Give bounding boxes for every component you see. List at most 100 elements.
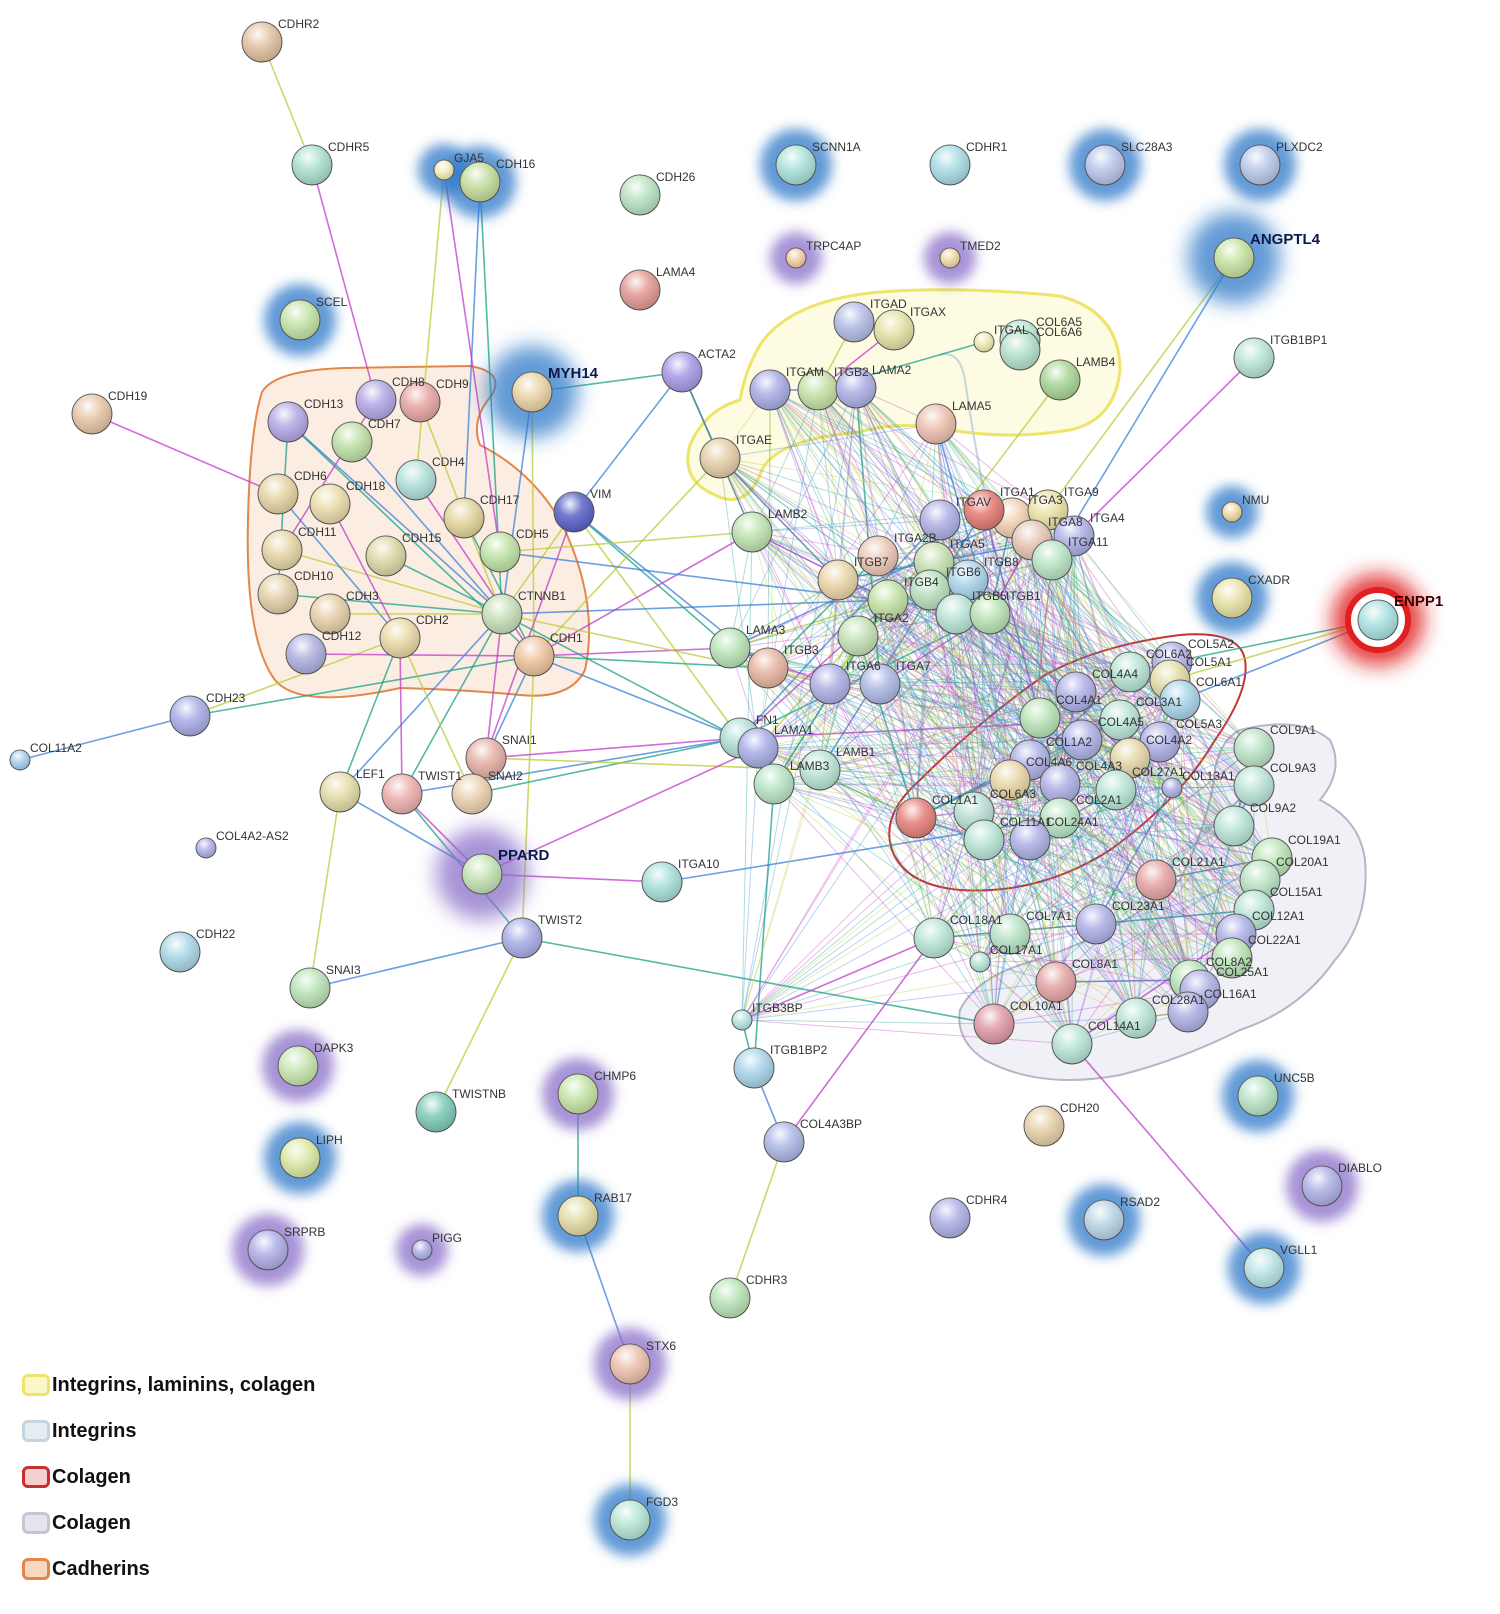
node-itgb5[interactable] bbox=[935, 593, 977, 635]
node-diablo[interactable] bbox=[1301, 1165, 1343, 1207]
node-col6a2[interactable] bbox=[1109, 651, 1151, 693]
node-cdhr5[interactable] bbox=[291, 144, 333, 186]
node-col2a1[interactable] bbox=[1039, 797, 1081, 839]
node-scnn1a[interactable] bbox=[775, 144, 817, 186]
node-cdh23[interactable] bbox=[169, 695, 211, 737]
node-col8a1[interactable] bbox=[1035, 961, 1077, 1003]
node-col11a1[interactable] bbox=[963, 819, 1005, 861]
node-itga9[interactable] bbox=[1027, 489, 1069, 531]
node-col9a3[interactable] bbox=[1233, 765, 1275, 807]
node-lef1[interactable] bbox=[319, 771, 361, 813]
node-itga6[interactable] bbox=[809, 663, 851, 705]
node-chmp6[interactable] bbox=[557, 1073, 599, 1115]
node-unc5b[interactable] bbox=[1237, 1075, 1279, 1117]
node-col4a3[interactable] bbox=[1039, 763, 1081, 805]
node-ppard[interactable] bbox=[461, 853, 503, 895]
node-itgb3bp[interactable] bbox=[731, 1009, 753, 1031]
node-col22a1[interactable] bbox=[1211, 937, 1253, 979]
node-col6a1[interactable] bbox=[1159, 679, 1201, 721]
node-itga10[interactable] bbox=[641, 861, 683, 903]
node-cdh6[interactable] bbox=[257, 473, 299, 515]
node-col10a1[interactable] bbox=[973, 1003, 1015, 1045]
node-itgb7[interactable] bbox=[817, 559, 859, 601]
node-cdh26[interactable] bbox=[619, 174, 661, 216]
node-lama5[interactable] bbox=[915, 403, 957, 445]
node-itgae[interactable] bbox=[699, 437, 741, 479]
node-tmed2[interactable] bbox=[939, 247, 961, 269]
node-cxadr[interactable] bbox=[1211, 577, 1253, 619]
node-col4a4[interactable] bbox=[1055, 671, 1097, 713]
node-cdh10[interactable] bbox=[257, 573, 299, 615]
node-pigg[interactable] bbox=[411, 1239, 433, 1261]
node-cdh13[interactable] bbox=[267, 401, 309, 443]
node-cdh1[interactable] bbox=[513, 635, 555, 677]
node-col23a1[interactable] bbox=[1075, 903, 1117, 945]
node-cdhr1[interactable] bbox=[929, 144, 971, 186]
node-col3a1[interactable] bbox=[1099, 699, 1141, 741]
node-snai2[interactable] bbox=[451, 773, 493, 815]
node-itgb1[interactable] bbox=[969, 593, 1011, 635]
node-twist1[interactable] bbox=[381, 773, 423, 815]
node-enpp1[interactable] bbox=[1357, 599, 1399, 641]
node-col16a1[interactable] bbox=[1167, 991, 1209, 1033]
node-slc28a3[interactable] bbox=[1084, 144, 1126, 186]
node-itga2[interactable] bbox=[837, 615, 879, 657]
node-lama3[interactable] bbox=[709, 627, 751, 669]
node-col9a1[interactable] bbox=[1233, 727, 1275, 769]
node-stx6[interactable] bbox=[609, 1343, 651, 1385]
node-col4a5[interactable] bbox=[1061, 719, 1103, 761]
node-cdhr3[interactable] bbox=[709, 1277, 751, 1319]
node-cdh22[interactable] bbox=[159, 931, 201, 973]
node-lamb4[interactable] bbox=[1039, 359, 1081, 401]
node-col9a2[interactable] bbox=[1213, 805, 1255, 847]
node-fgd3[interactable] bbox=[609, 1499, 651, 1541]
node-col6a6[interactable] bbox=[999, 329, 1041, 371]
node-cdh7[interactable] bbox=[331, 421, 373, 463]
node-cdh11[interactable] bbox=[261, 529, 303, 571]
node-vgll1[interactable] bbox=[1243, 1247, 1285, 1289]
node-cdh9[interactable] bbox=[399, 381, 441, 423]
node-cdhr2[interactable] bbox=[241, 21, 283, 63]
node-lama4[interactable] bbox=[619, 269, 661, 311]
node-lamb2[interactable] bbox=[731, 511, 773, 553]
node-cdh17[interactable] bbox=[443, 497, 485, 539]
node-col4a2-as2[interactable] bbox=[195, 837, 217, 859]
node-twist2[interactable] bbox=[501, 917, 543, 959]
node-ctnnb1[interactable] bbox=[481, 593, 523, 635]
node-rab17[interactable] bbox=[557, 1195, 599, 1237]
node-col11a2[interactable] bbox=[9, 749, 31, 771]
node-vim[interactable] bbox=[553, 491, 595, 533]
node-liph[interactable] bbox=[279, 1137, 321, 1179]
node-cdh4[interactable] bbox=[395, 459, 437, 501]
node-col27a1[interactable] bbox=[1095, 769, 1137, 811]
node-cdh8[interactable] bbox=[355, 379, 397, 421]
node-itga2b[interactable] bbox=[857, 535, 899, 577]
node-nmu[interactable] bbox=[1221, 501, 1243, 523]
node-col4a2[interactable] bbox=[1109, 737, 1151, 779]
node-cdh3[interactable] bbox=[309, 593, 351, 635]
node-col18a1[interactable] bbox=[913, 917, 955, 959]
node-srprb[interactable] bbox=[247, 1229, 289, 1271]
node-lama1[interactable] bbox=[737, 727, 779, 769]
node-acta2[interactable] bbox=[661, 351, 703, 393]
node-cdh16[interactable] bbox=[459, 161, 501, 203]
node-plxdc2[interactable] bbox=[1239, 144, 1281, 186]
node-col24a1[interactable] bbox=[1009, 819, 1051, 861]
node-gja5[interactable] bbox=[433, 159, 455, 181]
node-cdh15[interactable] bbox=[365, 535, 407, 577]
node-cdh5[interactable] bbox=[479, 531, 521, 573]
node-itgad[interactable] bbox=[833, 301, 875, 343]
node-col17a1[interactable] bbox=[969, 951, 991, 973]
node-myh14[interactable] bbox=[511, 371, 553, 413]
node-itgb6[interactable] bbox=[909, 569, 951, 611]
node-lama2[interactable] bbox=[835, 367, 877, 409]
node-col13a1[interactable] bbox=[1161, 777, 1183, 799]
node-itga11[interactable] bbox=[1031, 539, 1073, 581]
node-angptl4[interactable] bbox=[1213, 237, 1255, 279]
node-cdh12[interactable] bbox=[285, 633, 327, 675]
node-cdh19[interactable] bbox=[71, 393, 113, 435]
node-itga1[interactable] bbox=[963, 489, 1005, 531]
node-snai3[interactable] bbox=[289, 967, 331, 1009]
node-col1a1[interactable] bbox=[895, 797, 937, 839]
node-dapk3[interactable] bbox=[277, 1045, 319, 1087]
